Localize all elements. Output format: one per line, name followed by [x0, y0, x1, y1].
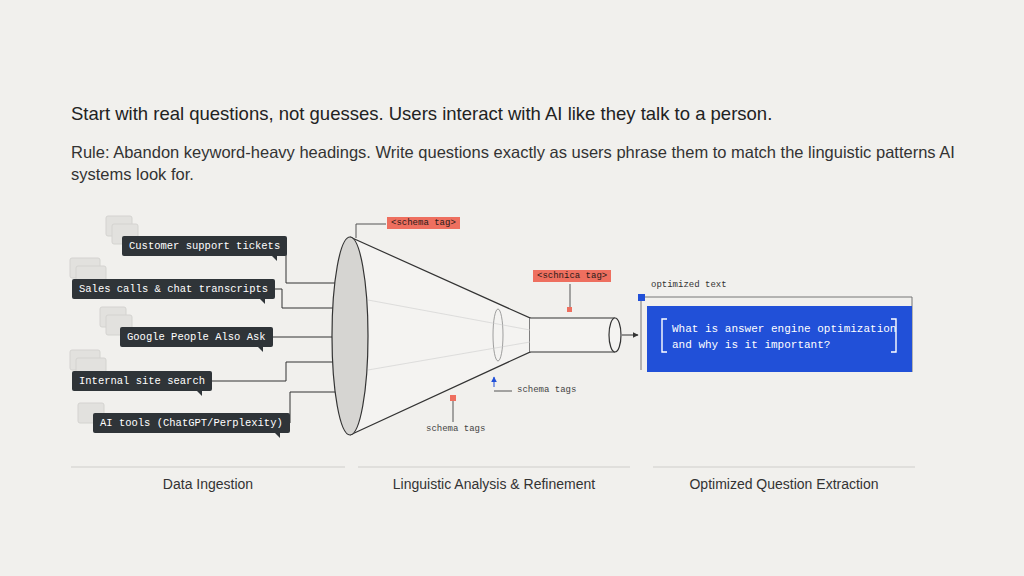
source-chip: Customer support tickets: [122, 236, 287, 256]
tag-text: <schema tag>: [391, 218, 456, 228]
page-title: Start with real questions, not guesses. …: [71, 103, 1011, 125]
rule-text: Rule: Abandon keyword-heavy headings. Wr…: [71, 141, 976, 185]
output-fill: What is answer engine optimization and w…: [647, 306, 912, 372]
source-chip: Sales calls & chat transcripts: [72, 279, 275, 299]
schema-tags-note: schema tags: [517, 385, 576, 395]
source-name: Customer support tickets: [129, 240, 280, 252]
stage-label: Optimized Question Extraction: [653, 476, 915, 492]
output-question: What is answer engine optimization and w…: [672, 321, 900, 353]
output-heading: optimized text: [651, 280, 727, 290]
source-chip: AI tools (ChatGPT/Perplexity): [93, 413, 290, 433]
schema-tags-note: schema tags: [426, 424, 485, 434]
source-name: Sales calls & chat transcripts: [79, 283, 268, 295]
source-name: AI tools (ChatGPT/Perplexity): [100, 417, 283, 429]
tag-text: <schnica tag>: [537, 271, 607, 281]
output-frame: [638, 294, 912, 372]
source-name: Internal site search: [79, 375, 205, 387]
stage-label: Linguistic Analysis & Refinement: [358, 476, 630, 492]
output-arrow: [622, 335, 638, 336]
schema-tag: <schema tag>: [387, 217, 460, 229]
section-dividers: [71, 467, 915, 468]
source-chip: Internal site search: [72, 371, 212, 391]
output-box: What is answer engine optimization and w…: [641, 280, 913, 372]
source-name: Google People Also Ask: [127, 331, 266, 343]
stage-label: Data Ingestion: [71, 476, 345, 492]
schema-tag: <schnica tag>: [533, 270, 611, 282]
source-chip: Google People Also Ask: [120, 327, 273, 347]
funnel: [332, 237, 621, 435]
